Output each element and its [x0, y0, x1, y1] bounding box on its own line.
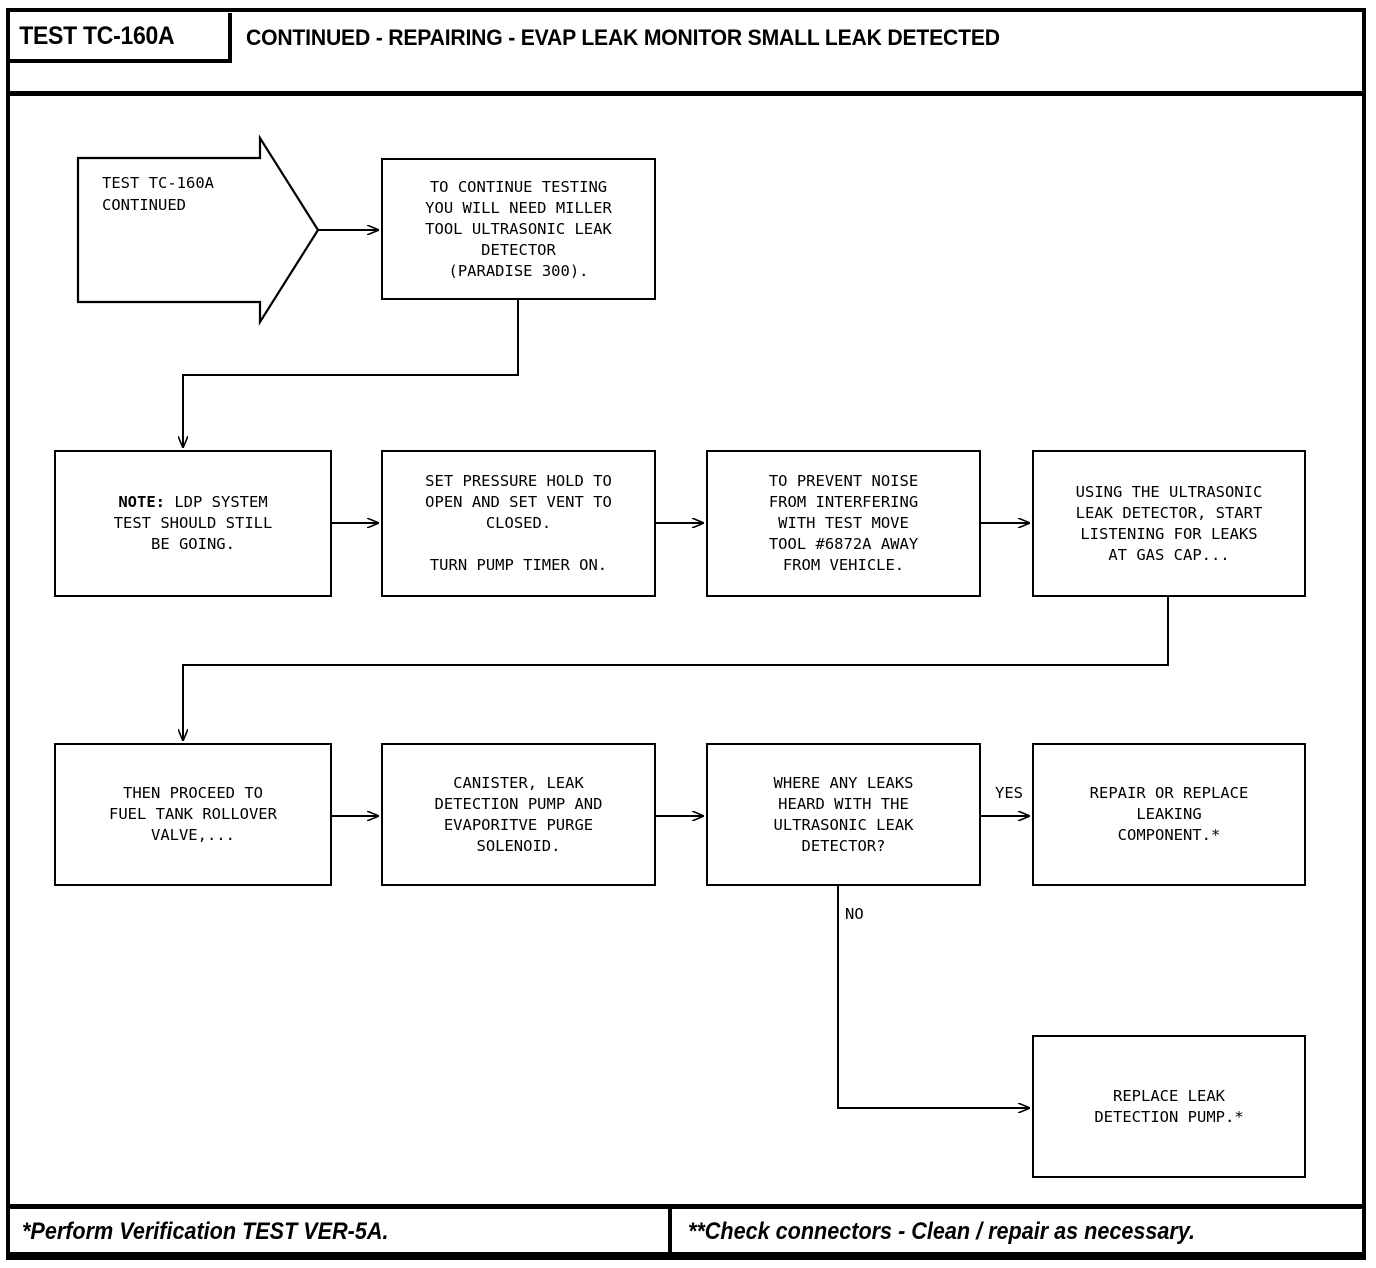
start-arrow-outline — [76, 134, 320, 326]
box-repair-component: REPAIR OR REPLACE LEAKING COMPONENT.* — [1032, 743, 1306, 886]
edge-label-yes: YES — [995, 784, 1023, 802]
footer-band — [10, 1204, 1362, 1256]
box-set-pressure-text: SET PRESSURE HOLD TO OPEN AND SET VENT T… — [425, 472, 612, 574]
start-arrow-label: TEST TC-160A CONTINUED — [102, 174, 214, 214]
page-border — [6, 8, 1366, 1260]
box-note-ldp-text: NOTE: LDP SYSTEM TEST SHOULD STILL BE GO… — [114, 492, 273, 555]
box-set-pressure: SET PRESSURE HOLD TO OPEN AND SET VENT T… — [381, 450, 656, 597]
footer-right-label: **Check connectors - Clean / repair as n… — [688, 1218, 1196, 1245]
box-prevent-noise-text: TO PREVENT NOISE FROM INTERFERING WITH T… — [768, 472, 919, 574]
box-note-ldp: NOTE: LDP SYSTEM TEST SHOULD STILL BE GO… — [54, 450, 332, 597]
box-canister: CANISTER, LEAK DETECTION PUMP AND EVAPOR… — [381, 743, 656, 886]
box-rollover-valve-text: THEN PROCEED TO FUEL TANK ROLLOVER VALVE… — [109, 784, 277, 844]
note-bold-lead: NOTE: — [118, 493, 165, 511]
box-replace-pump: REPLACE LEAK DETECTION PUMP.* — [1032, 1035, 1306, 1178]
box-tool-required: TO CONTINUE TESTING YOU WILL NEED MILLER… — [381, 158, 656, 300]
footer-right-cell: **Check connectors - Clean / repair as n… — [668, 1209, 1358, 1255]
box-listen-gas-cap: USING THE ULTRASONIC LEAK DETECTOR, STAR… — [1032, 450, 1306, 597]
footer-left-label: *Perform Verification TEST VER-5A. — [22, 1218, 389, 1245]
box-replace-pump-text: REPLACE LEAK DETECTION PUMP.* — [1094, 1086, 1244, 1126]
box-prevent-noise: TO PREVENT NOISE FROM INTERFERING WITH T… — [706, 450, 981, 597]
header-subject-cell: CONTINUED - REPAIRING - EVAP LEAK MONITO… — [246, 13, 1346, 63]
start-arrow-shape: TEST TC-160A CONTINUED — [74, 134, 322, 326]
test-id-label: TEST TC-160A — [19, 21, 175, 50]
box-canister-text: CANISTER, LEAK DETECTION PUMP AND EVAPOR… — [434, 773, 603, 855]
box-repair-component-text: REPAIR OR REPLACE LEAKING COMPONENT.* — [1089, 784, 1249, 844]
test-id-cell: TEST TC-160A — [10, 13, 232, 63]
note-rest: LDP SYSTEM TEST SHOULD STILL BE GOING. — [113, 493, 273, 553]
box-decision-leaks-heard-text: WHERE ANY LEAKS HEARD WITH THE ULTRASONI… — [773, 773, 914, 855]
edge-label-no: NO — [845, 905, 864, 923]
box-rollover-valve: THEN PROCEED TO FUEL TANK ROLLOVER VALVE… — [54, 743, 332, 886]
footer-left-cell: *Perform Verification TEST VER-5A. — [22, 1209, 662, 1255]
header-band — [10, 12, 1362, 96]
header-subject-label: CONTINUED - REPAIRING - EVAP LEAK MONITO… — [246, 25, 1000, 50]
box-listen-gas-cap-text: USING THE ULTRASONIC LEAK DETECTOR, STAR… — [1075, 482, 1263, 564]
box-decision-leaks-heard: WHERE ANY LEAKS HEARD WITH THE ULTRASONI… — [706, 743, 981, 886]
box-tool-required-text: TO CONTINUE TESTING YOU WILL NEED MILLER… — [425, 177, 612, 280]
